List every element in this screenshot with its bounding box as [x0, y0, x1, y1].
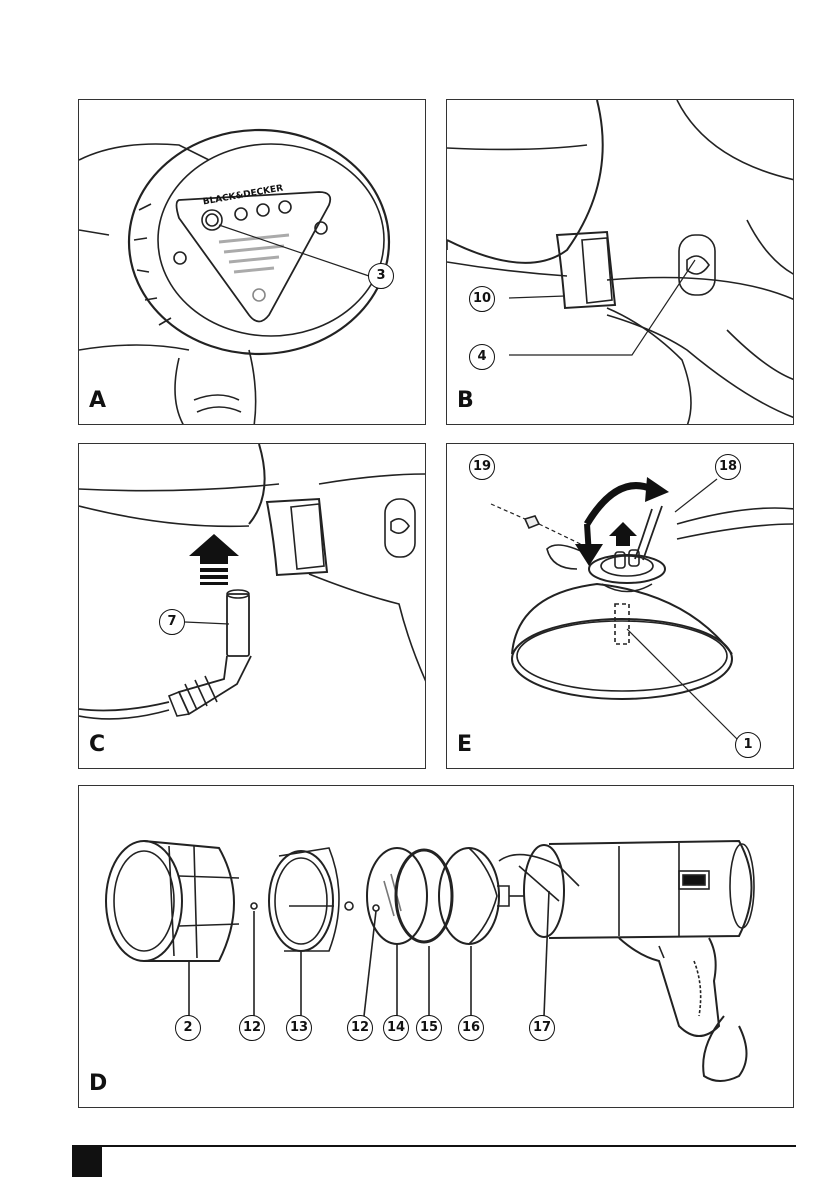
figure-c: 7 C — [78, 443, 426, 769]
callout-14: 14 — [383, 1015, 409, 1041]
callout-12b: 12 — [347, 1015, 373, 1041]
figure-d-label: D — [89, 1071, 107, 1096]
figure-c-illustration — [79, 444, 426, 769]
callout-10: 10 — [469, 286, 495, 312]
callout-4: 4 — [469, 344, 495, 370]
figure-d-illustration — [79, 786, 794, 1108]
callout-1: 1 — [735, 732, 761, 758]
figure-a-label: A — [89, 388, 106, 413]
callout-17: 17 — [529, 1015, 555, 1041]
callout-18: 18 — [715, 454, 741, 480]
footer-rule — [72, 1145, 796, 1147]
callout-3: 3 — [368, 263, 394, 289]
callout-2: 2 — [175, 1015, 201, 1041]
brand-logo-text: BLACK&DECKER — [202, 183, 284, 207]
figure-c-label: C — [89, 732, 105, 757]
callout-12a: 12 — [239, 1015, 265, 1041]
figure-e-illustration — [447, 444, 794, 769]
figure-e-label: E — [457, 732, 472, 757]
footer-page-tab — [72, 1147, 102, 1177]
callout-7: 7 — [159, 609, 185, 635]
figure-a: BLACK&DECKER 3 A — [78, 99, 426, 425]
figure-a-illustration: BLACK&DECKER — [79, 100, 426, 425]
callout-13: 13 — [286, 1015, 312, 1041]
callout-16: 16 — [458, 1015, 484, 1041]
figure-e: 19 18 1 E — [446, 443, 794, 769]
callout-15: 15 — [416, 1015, 442, 1041]
callout-19: 19 — [469, 454, 495, 480]
figure-d: 2 12 13 12 14 15 16 17 D — [78, 785, 794, 1108]
figure-b: 10 4 B — [446, 99, 794, 425]
figure-b-label: B — [457, 388, 474, 413]
figure-b-illustration — [447, 100, 794, 425]
